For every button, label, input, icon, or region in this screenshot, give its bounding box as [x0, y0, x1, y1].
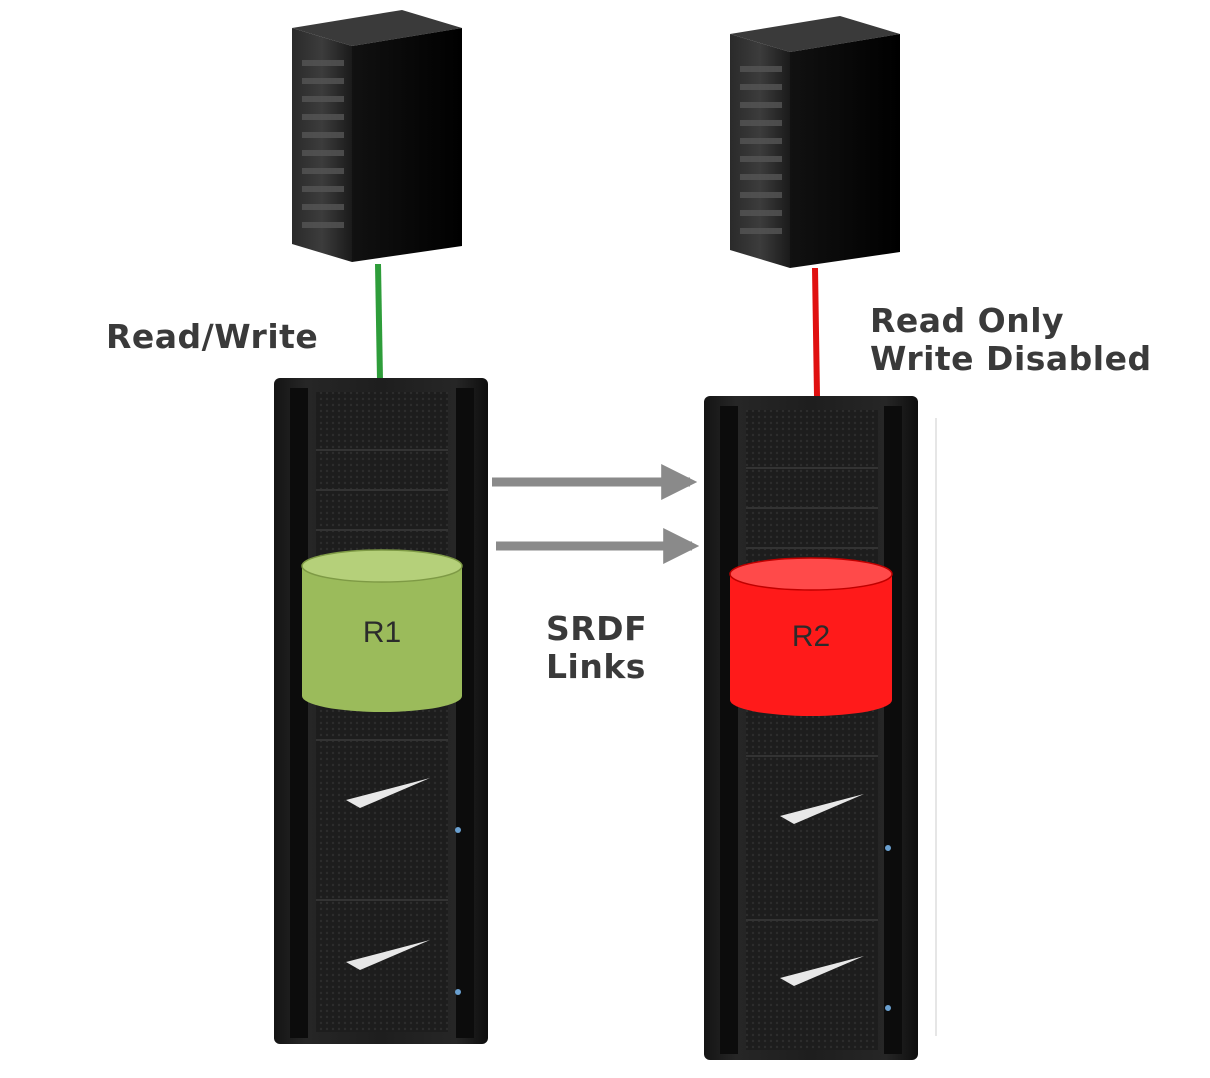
right-server-icon: [730, 16, 900, 268]
srdf-label: SRDF: [546, 609, 648, 648]
r1-volume-label: R1: [362, 616, 402, 649]
write-disabled-label: Write Disabled: [870, 339, 1152, 378]
left-server-icon: [292, 10, 462, 262]
left-host-link: [375, 263, 383, 381]
links-label: Links: [546, 647, 646, 686]
read-write-label: Read/Write: [106, 317, 319, 356]
r1-volume: [301, 549, 463, 712]
right-storage-array: [704, 396, 937, 1060]
read-only-label: Read Only: [870, 301, 1065, 340]
r2-volume: [729, 557, 893, 716]
right-host-link: [812, 267, 820, 397]
r2-volume-label: R2: [791, 620, 831, 653]
